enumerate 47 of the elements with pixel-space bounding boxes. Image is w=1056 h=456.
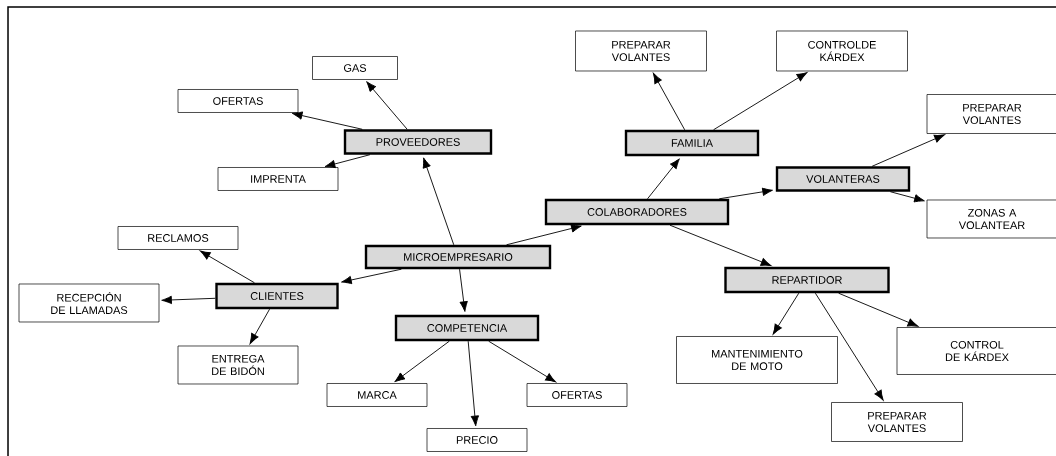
item-box: GAS — [312, 56, 398, 80]
arrow — [871, 134, 945, 167]
arrow — [772, 292, 800, 335]
arrow — [838, 292, 919, 327]
item-box: PREPARAR VOLANTES — [831, 402, 963, 442]
item-box: PRECIO — [426, 428, 528, 452]
arrow — [889, 191, 925, 203]
arrow — [506, 224, 582, 246]
category-box: MICROEMPRESARIO — [364, 244, 552, 270]
arrow — [814, 292, 884, 401]
category-box: COLABORADORES — [544, 198, 730, 226]
arrow — [488, 340, 556, 383]
category-box: REPARTIDOR — [724, 266, 890, 294]
item-box: ENTREGA DE BIDÓN — [177, 345, 299, 385]
arrow — [341, 268, 402, 285]
category-box: PROVEEDORES — [343, 129, 493, 155]
item-box: MARCA — [326, 383, 428, 407]
arrow — [669, 224, 772, 266]
arrow — [291, 111, 363, 130]
arrow — [324, 154, 371, 169]
item-box: IMPRENTA — [217, 167, 339, 191]
category-box: FAMILIA — [624, 129, 760, 157]
category-box: COMPETENCIA — [394, 314, 540, 342]
item-box: PREPARAR VOLANTES — [575, 30, 707, 72]
arrow — [459, 268, 468, 312]
item-box: OFERTAS — [526, 383, 628, 407]
arrow — [718, 187, 773, 200]
arrow — [647, 158, 680, 200]
item-box: OFERTAS — [177, 89, 299, 113]
item-box: ZONAS A VOLANTEAR — [926, 199, 1056, 239]
item-box: CONTROLDE KÁRDEX — [776, 30, 908, 72]
category-box: VOLANTERAS — [775, 166, 911, 192]
item-box: RECEPCIÓN DE LLAMADAS — [18, 283, 160, 323]
arrow — [199, 250, 255, 284]
item-box: PREPARAR VOLANTES — [926, 94, 1056, 134]
arrow — [366, 81, 408, 130]
arrow — [394, 340, 450, 383]
arrow — [713, 72, 808, 131]
item-box: MANTENIMIENTO DE MOTO — [676, 336, 838, 384]
arrow — [249, 308, 270, 345]
arrow — [161, 295, 216, 305]
category-box: CLIENTES — [215, 282, 339, 310]
item-box: RECLAMOS — [117, 226, 239, 250]
arrow — [652, 72, 686, 131]
arrow — [467, 340, 480, 427]
arrow — [422, 157, 455, 246]
item-box: CONTROL DE KÁRDEX — [896, 327, 1056, 375]
